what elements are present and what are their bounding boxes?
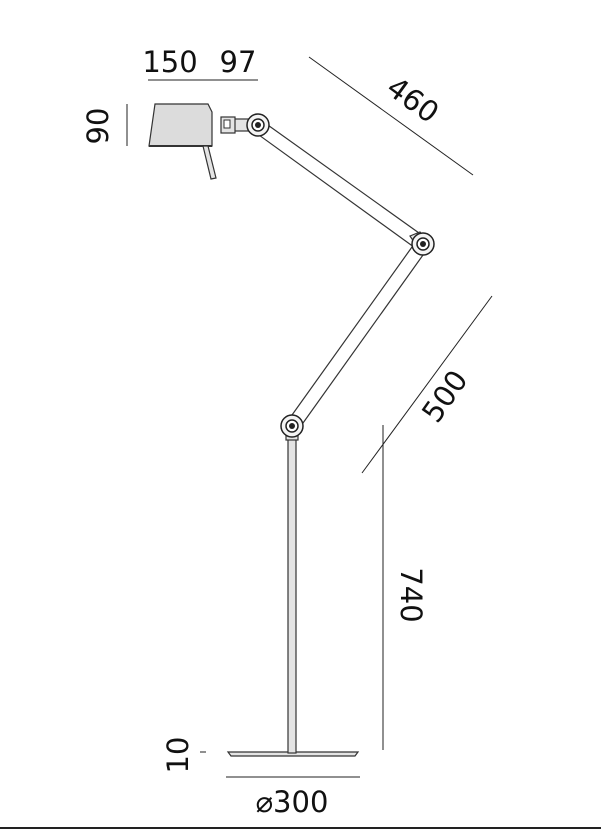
shade-depth-label: 150 xyxy=(142,45,197,79)
column-label: 740 xyxy=(394,567,428,622)
lower-arm-edge-a xyxy=(286,239,418,423)
shade-handle xyxy=(202,145,217,180)
upper-arm-label: 460 xyxy=(380,70,445,130)
base-diameter-label: ⌀300 xyxy=(256,785,329,819)
lamp-base xyxy=(226,751,360,757)
base-thickness-label: 10 xyxy=(161,737,195,774)
head-joint xyxy=(220,113,270,137)
shade-height-label: 90 xyxy=(81,108,115,145)
lower-joint xyxy=(280,414,304,441)
lamp-column xyxy=(287,437,297,754)
upper-arm-dim-line xyxy=(308,56,474,176)
lower-arm-label: 500 xyxy=(415,364,475,429)
lower-arm-edge-b xyxy=(297,247,429,431)
elbow-joint xyxy=(409,231,435,256)
shade-offset-label: 97 xyxy=(220,45,257,79)
lamp-shade xyxy=(148,103,213,147)
lower-arm-dim-line xyxy=(361,295,493,474)
upper-arm-edge-a xyxy=(257,117,427,239)
upper-arm-edge-b xyxy=(251,129,419,251)
